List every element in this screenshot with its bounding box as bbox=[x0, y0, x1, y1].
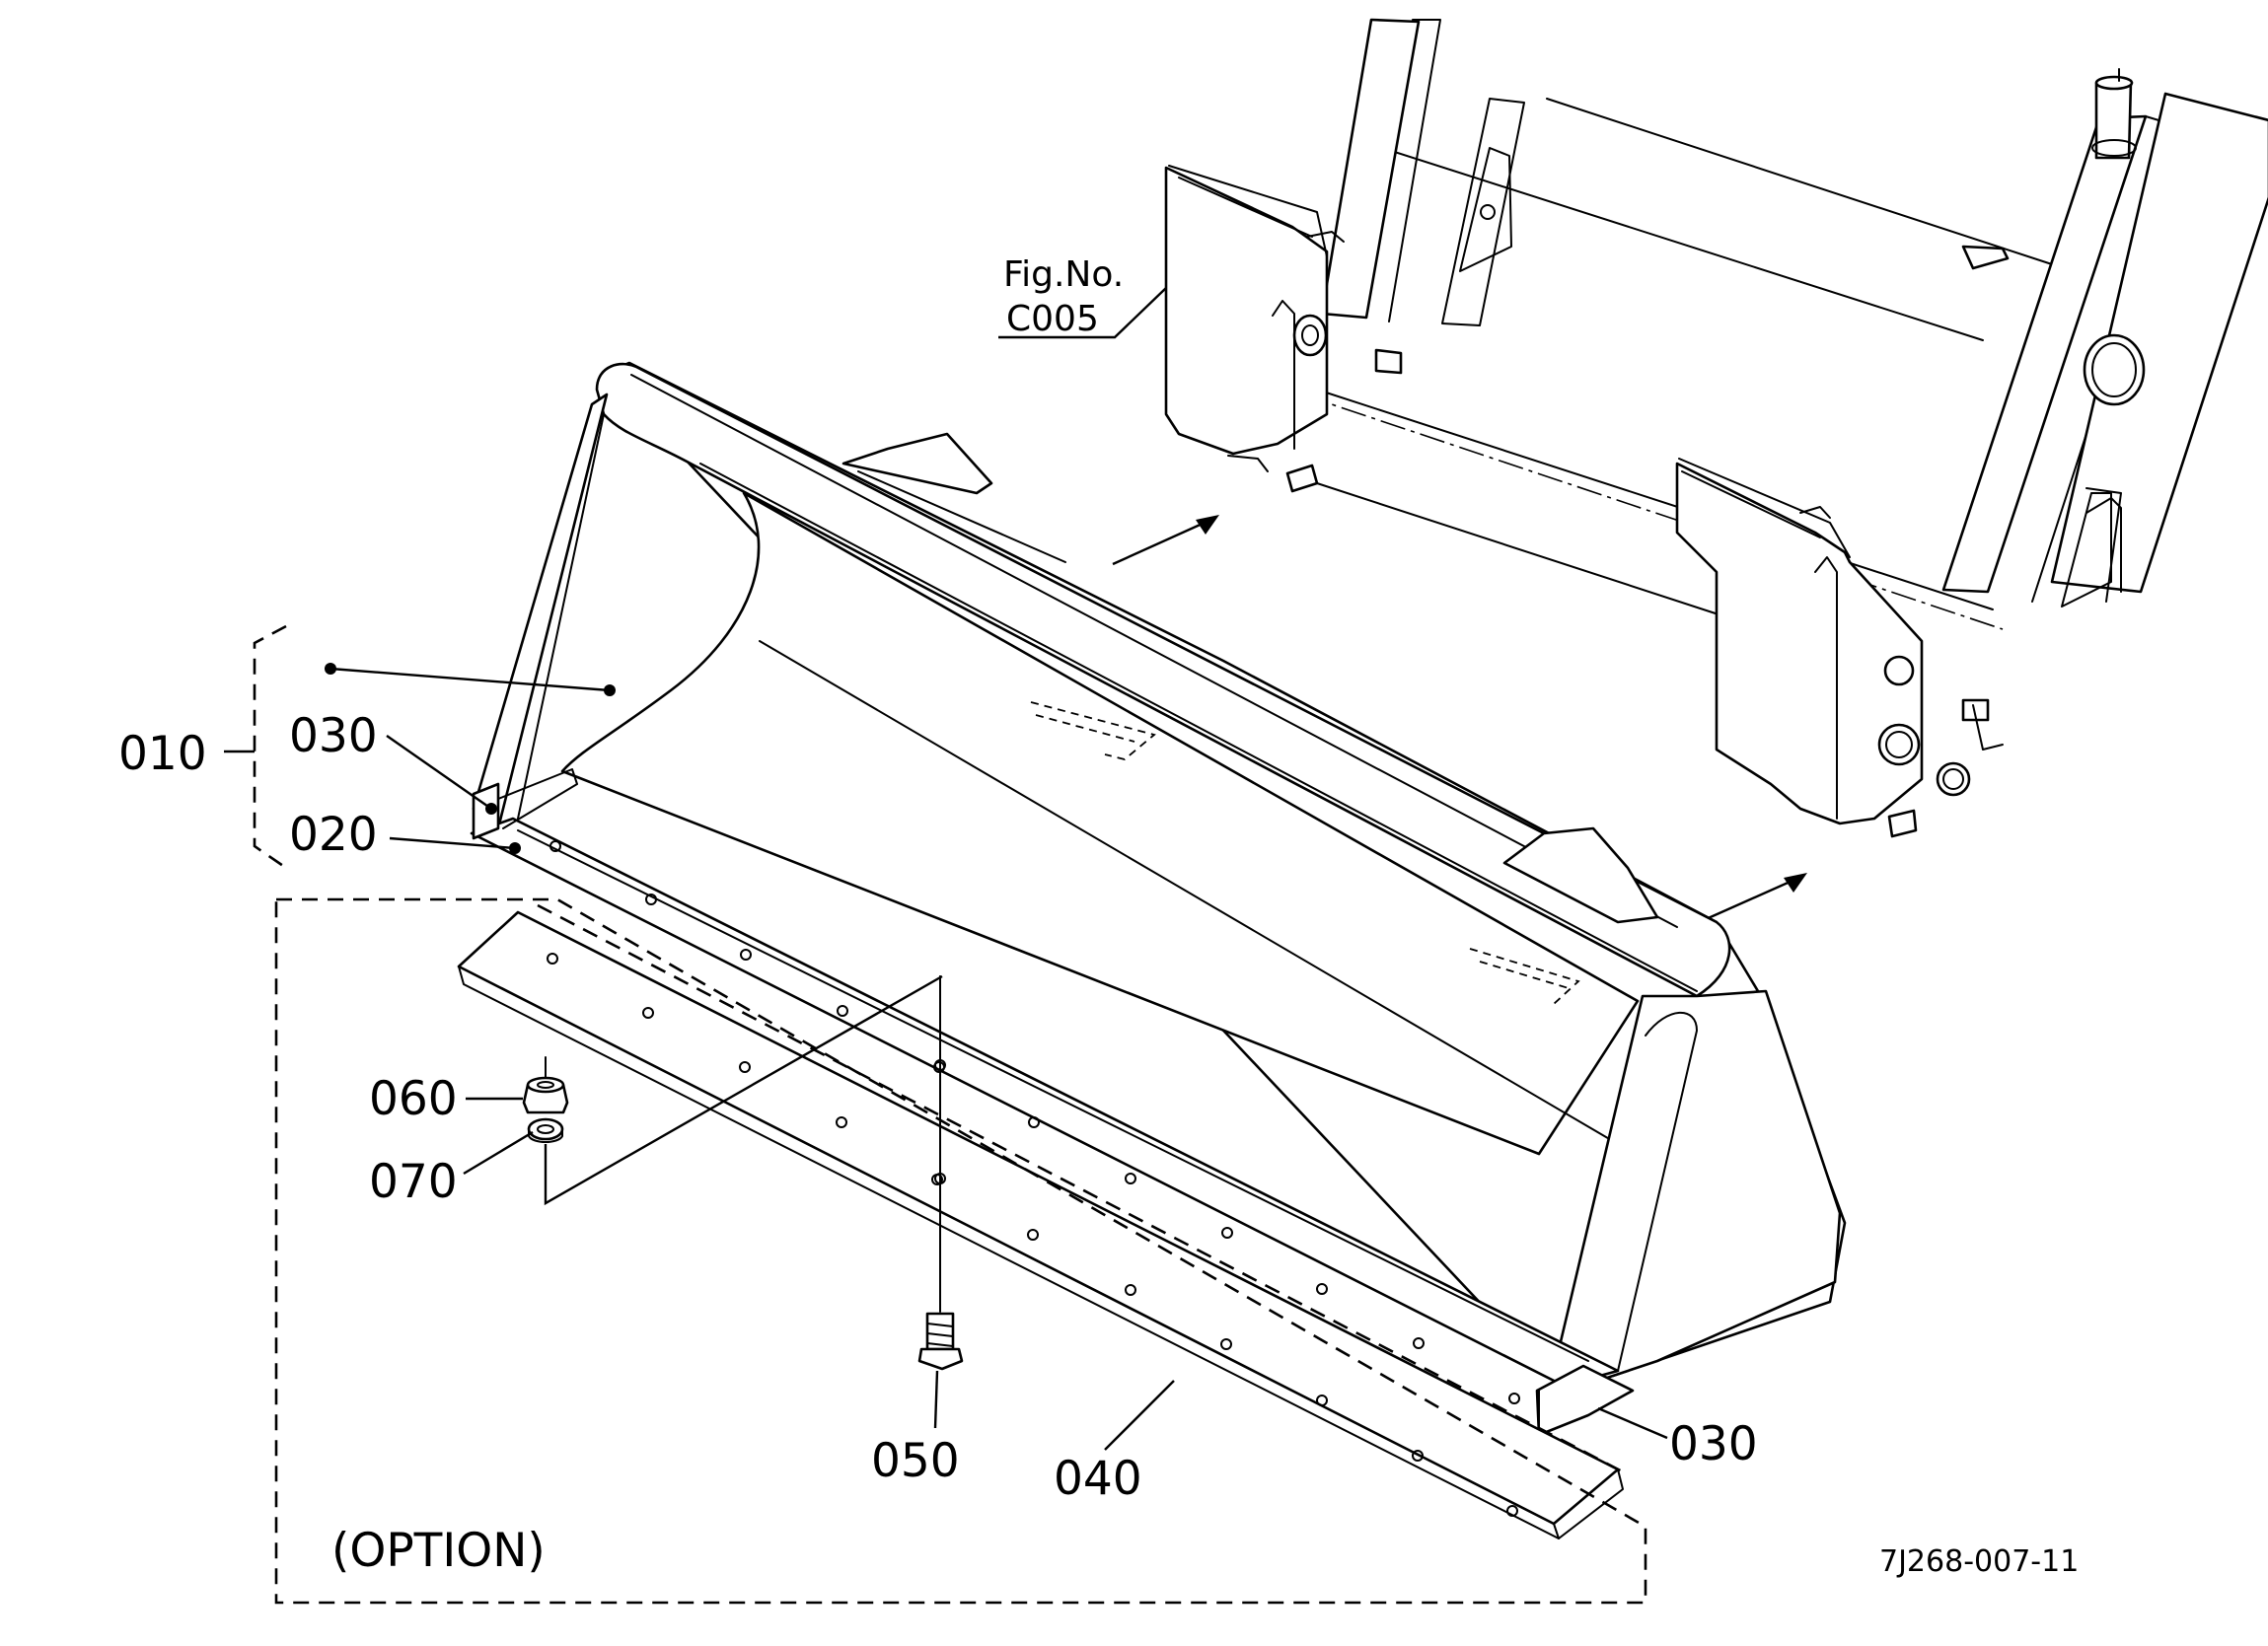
callout-010: 010 bbox=[118, 727, 207, 781]
callout-040: 040 bbox=[1054, 1452, 1142, 1506]
loader-frame bbox=[1164, 18, 2268, 838]
figure-ref-line1: Fig.No. bbox=[1003, 254, 1124, 295]
callout-070: 070 bbox=[369, 1155, 458, 1209]
arrow-head-upper bbox=[1196, 515, 1219, 535]
callout-020: 020 bbox=[289, 808, 378, 862]
lip-holes bbox=[549, 840, 1520, 1404]
callout-050: 050 bbox=[871, 1434, 960, 1488]
drawing-code: 7J268-007-11 bbox=[1879, 1544, 2079, 1579]
callout-030-right: 030 bbox=[1669, 1417, 1758, 1471]
washer-070 bbox=[527, 1117, 564, 1143]
assembly-arrows bbox=[1112, 515, 1807, 926]
callout-060: 060 bbox=[369, 1072, 458, 1126]
option-label: (OPTION) bbox=[331, 1524, 546, 1578]
callout-030-left: 030 bbox=[289, 709, 378, 763]
callout-labels: 010 030 020 060 070 050 040 030 (OPTION)… bbox=[118, 709, 2079, 1579]
arrow-head-lower bbox=[1784, 873, 1807, 893]
leader-dot-020 bbox=[509, 842, 521, 854]
cutting-edge-blade bbox=[457, 903, 1629, 1539]
callout-leaders bbox=[224, 663, 1668, 1451]
option-enclosure bbox=[274, 897, 1647, 1605]
leader-dot-010a bbox=[325, 663, 336, 675]
figure-reference: Fig.No. C005 bbox=[998, 254, 1167, 339]
bucket bbox=[470, 361, 1847, 1437]
blade-holes bbox=[547, 953, 1518, 1517]
leader-dot-010b bbox=[604, 684, 616, 696]
figure-ref-line2: C005 bbox=[1006, 299, 1099, 339]
group-bracket-010 bbox=[253, 624, 287, 870]
leader-dot-030a bbox=[485, 803, 497, 815]
fasteners bbox=[522, 974, 964, 1371]
nut-060 bbox=[522, 1056, 569, 1114]
